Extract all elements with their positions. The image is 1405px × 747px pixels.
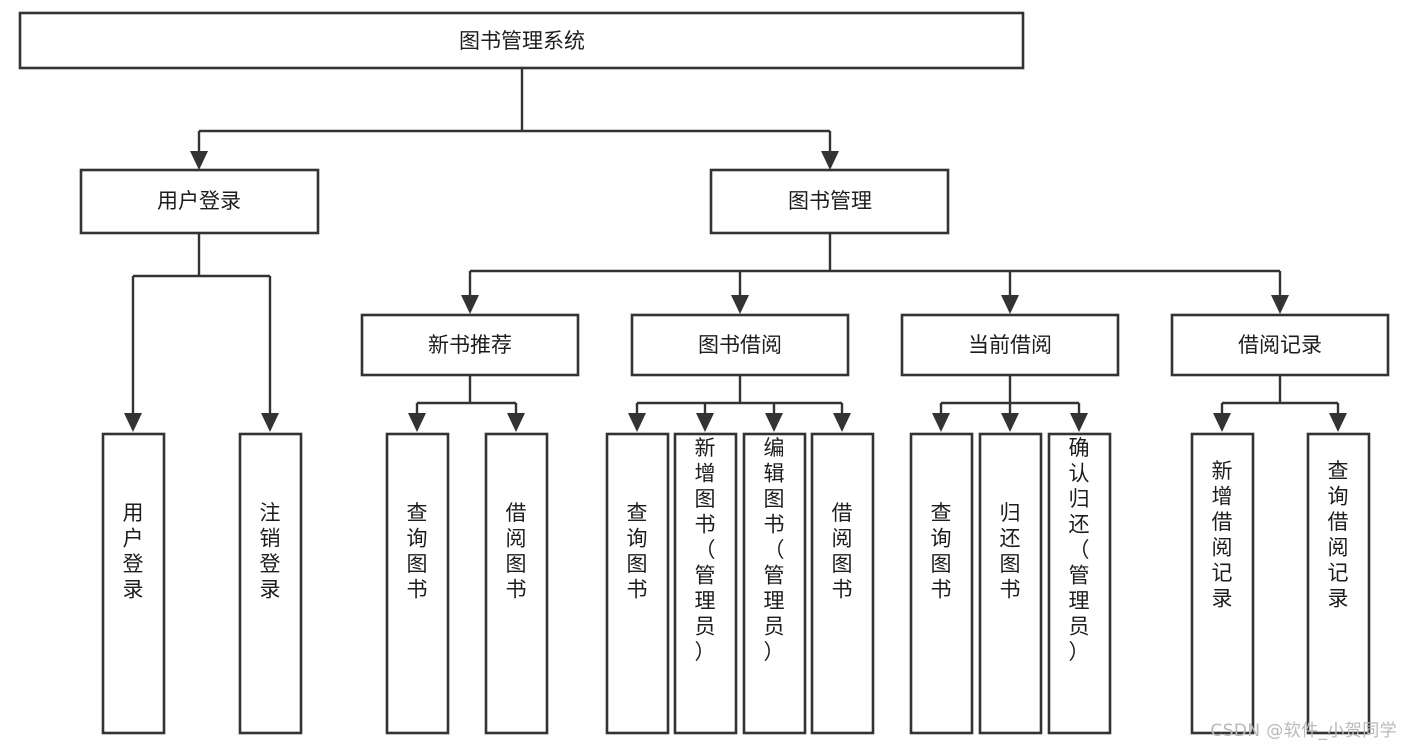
node-leaf-7-label: 编辑图书（管理员） xyxy=(764,436,785,664)
node-login-box[interactable] xyxy=(79,168,320,235)
node-records-label: 借阅记录 xyxy=(1238,333,1322,357)
node-leaf-10-label: 归还图书 xyxy=(1000,501,1021,602)
connector-group-records xyxy=(1213,375,1347,432)
node-leaf-11[interactable]: 确认归还（管理员） xyxy=(1047,432,1112,735)
node-leaf-1[interactable]: 用户登录 xyxy=(101,432,166,735)
node-records[interactable]: 借阅记录 xyxy=(1170,313,1390,377)
node-leaf-3-box[interactable] xyxy=(385,432,450,735)
node-leaf-13[interactable]: 查询借阅记录 xyxy=(1306,432,1371,735)
node-current-box[interactable] xyxy=(900,313,1120,377)
node-leaf-8-label: 借阅图书 xyxy=(832,501,853,602)
node-current[interactable]: 当前借阅 xyxy=(900,313,1120,377)
node-leaf-5[interactable]: 查询图书 xyxy=(605,432,670,735)
node-root-box[interactable] xyxy=(18,11,1025,70)
node-newbook[interactable]: 新书推荐 xyxy=(360,313,580,377)
node-leaf-10-box[interactable] xyxy=(978,432,1043,735)
node-leaf-6-box[interactable] xyxy=(673,432,738,735)
node-bookmgmt-label: 图书管理 xyxy=(788,189,872,213)
node-login-label: 用户登录 xyxy=(157,189,241,213)
connector-group-bookmgmt xyxy=(461,233,1289,314)
node-newbook-label: 新书推荐 xyxy=(428,333,512,357)
node-bookmgmt[interactable]: 图书管理 xyxy=(709,168,950,235)
node-leaf-9[interactable]: 查询图书 xyxy=(909,432,974,735)
node-leaf-11-label: 确认归还（管理员） xyxy=(1069,436,1090,664)
node-current-label: 当前借阅 xyxy=(968,333,1052,357)
node-leaf-5-label: 查询图书 xyxy=(627,501,648,602)
connector-group-newbook xyxy=(408,375,525,432)
node-leaf-9-label: 查询图书 xyxy=(931,501,952,602)
node-root-label: 图书管理系统 xyxy=(459,29,585,53)
node-leaf-12-box[interactable] xyxy=(1190,432,1255,735)
node-leaf-9-box[interactable] xyxy=(909,432,974,735)
node-leaf-13-label: 查询借阅记录 xyxy=(1328,459,1349,611)
node-leaf-4[interactable]: 借阅图书 xyxy=(484,432,549,735)
node-borrow-box[interactable] xyxy=(630,313,850,377)
node-root[interactable]: 图书管理系统 xyxy=(18,11,1025,70)
node-leaf-12[interactable]: 新增借阅记录 xyxy=(1190,432,1255,735)
node-leaf-5-box[interactable] xyxy=(605,432,670,735)
node-login[interactable]: 用户登录 xyxy=(79,168,320,235)
node-borrow[interactable]: 图书借阅 xyxy=(630,313,850,377)
node-leaf-2-box[interactable] xyxy=(238,432,303,735)
node-leaf-1-label: 用户登录 xyxy=(123,501,144,602)
node-leaf-7-box[interactable] xyxy=(742,432,807,735)
node-leaf-8[interactable]: 借阅图书 xyxy=(810,432,875,735)
node-bookmgmt-box[interactable] xyxy=(709,168,950,235)
node-leaf-13-box[interactable] xyxy=(1306,432,1371,735)
node-records-box[interactable] xyxy=(1170,313,1390,377)
node-leaf-1-box[interactable] xyxy=(101,432,166,735)
connector-group-login xyxy=(124,233,279,432)
node-leaf-6[interactable]: 新增图书（管理员） xyxy=(673,432,738,735)
node-leaf-6-label: 新增图书（管理员） xyxy=(695,436,716,664)
node-newbook-box[interactable] xyxy=(360,313,580,377)
connector-group-root xyxy=(190,68,839,170)
node-leaf-2-label: 注销登录 xyxy=(260,501,281,602)
node-leaf-12-label: 新增借阅记录 xyxy=(1212,459,1233,611)
node-leaf-10[interactable]: 归还图书 xyxy=(978,432,1043,735)
node-leaf-8-box[interactable] xyxy=(810,432,875,735)
node-leaf-3[interactable]: 查询图书 xyxy=(385,432,450,735)
node-leaf-4-label: 借阅图书 xyxy=(506,501,527,602)
node-leaf-3-label: 查询图书 xyxy=(407,501,428,602)
node-leaf-2[interactable]: 注销登录 xyxy=(238,432,303,735)
connector-group-current xyxy=(932,375,1088,432)
node-leaf-7[interactable]: 编辑图书（管理员） xyxy=(742,432,807,735)
node-leaf-11-box[interactable] xyxy=(1047,432,1112,735)
node-leaf-4-box[interactable] xyxy=(484,432,549,735)
connector-group-borrow xyxy=(628,375,851,432)
csdn-watermark: CSDN @软件_小贺同学 xyxy=(1210,721,1397,741)
node-borrow-label: 图书借阅 xyxy=(698,333,782,357)
